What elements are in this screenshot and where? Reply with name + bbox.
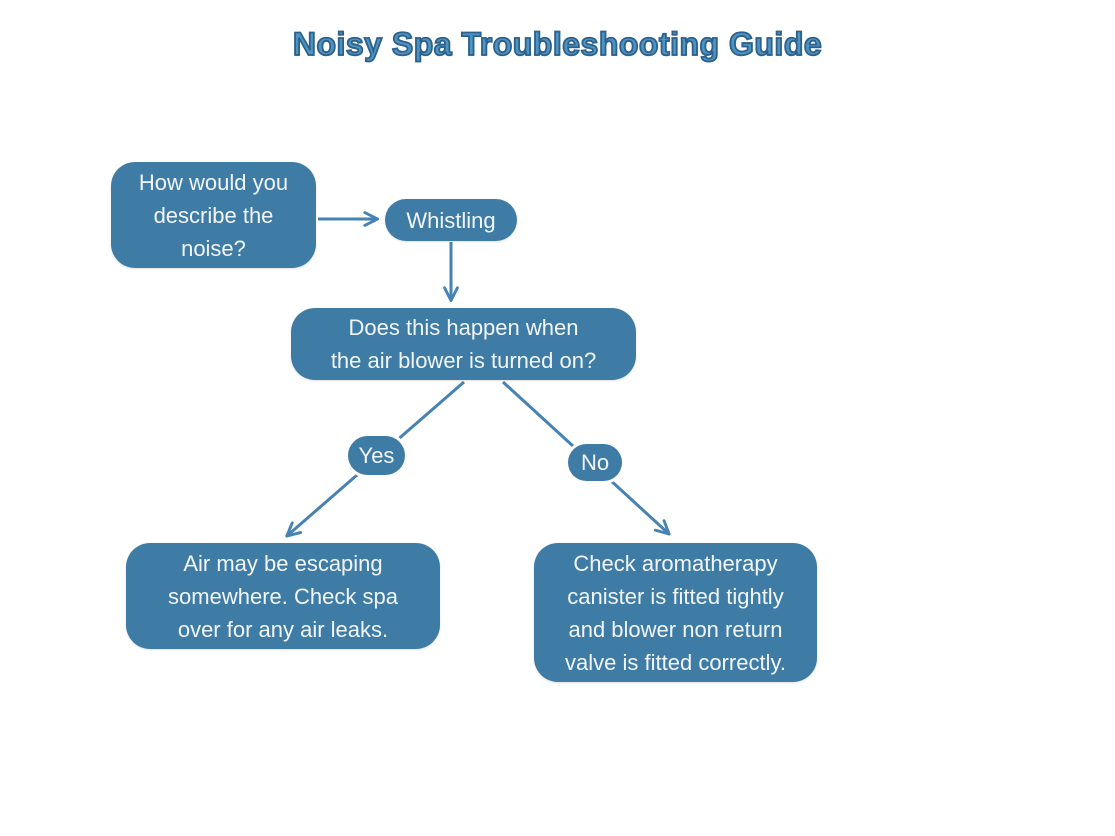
node-result-air-leak: Air may be escaping somewhere. Check spa… <box>126 543 440 649</box>
node-result-aromatherapy-valve: Check aromatherapy canister is fitted ti… <box>534 543 817 682</box>
edge-label-yes: Yes <box>348 436 405 475</box>
node-noise-type-whistling: Whistling <box>385 199 517 241</box>
edge-label-no: No <box>568 444 622 481</box>
page-title: Noisy Spa Troubleshooting Guide <box>292 25 823 63</box>
node-question: How would you describe the noise? <box>111 162 316 268</box>
node-condition-air-blower: Does this happen when the air blower is … <box>291 308 636 380</box>
